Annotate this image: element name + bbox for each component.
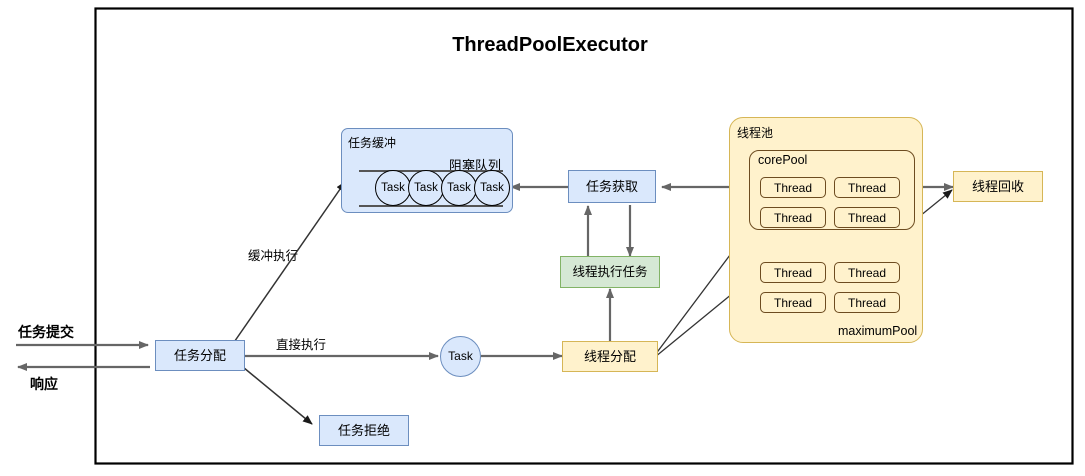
node-thread-execute[interactable]: 线程执行任务 (560, 256, 660, 288)
core-thread-1[interactable]: Thread (834, 177, 900, 198)
label-response: 响应 (30, 376, 58, 392)
queue-task-0[interactable]: Task (375, 170, 411, 206)
node-task-fetch[interactable]: 任务获取 (568, 170, 656, 203)
core-thread-3[interactable]: Thread (834, 207, 900, 228)
label-buffered-exec: 缓冲执行 (248, 249, 299, 263)
core-thread-2[interactable]: Thread (760, 207, 826, 228)
node-thread-dispatch[interactable]: 线程分配 (562, 341, 658, 372)
edge-buffered-exec (229, 181, 346, 349)
max-thread-3[interactable]: Thread (834, 292, 900, 313)
label-task-buffer: 任务缓冲 (348, 136, 397, 150)
label-task-submit: 任务提交 (18, 324, 74, 340)
node-task-dispatch[interactable]: 任务分配 (155, 340, 245, 371)
label-blocking-queue: 阻塞队列 (449, 158, 502, 173)
queue-task-3[interactable]: Task (474, 170, 510, 206)
core-thread-0[interactable]: Thread (760, 177, 826, 198)
label-core-pool: corePool (758, 153, 808, 167)
group-core-pool (749, 150, 915, 230)
node-thread-recycle[interactable]: 线程回收 (953, 171, 1043, 202)
node-task-reject[interactable]: 任务拒绝 (319, 415, 409, 446)
max-thread-0[interactable]: Thread (760, 262, 826, 283)
label-maximum-pool: maximumPool (838, 324, 918, 338)
queue-task-1[interactable]: Task (408, 170, 444, 206)
label-thread-pool: 线程池 (737, 126, 774, 140)
max-thread-1[interactable]: Thread (834, 262, 900, 283)
queue-task-2[interactable]: Task (441, 170, 477, 206)
max-thread-2[interactable]: Thread (760, 292, 826, 313)
edge-reject (231, 357, 313, 425)
label-direct-exec: 直接执行 (276, 338, 327, 352)
diagram-title: ThreadPoolExecutor (452, 34, 648, 56)
node-task-circle[interactable]: Task (440, 336, 481, 377)
outer-frame (94, 7, 1074, 465)
